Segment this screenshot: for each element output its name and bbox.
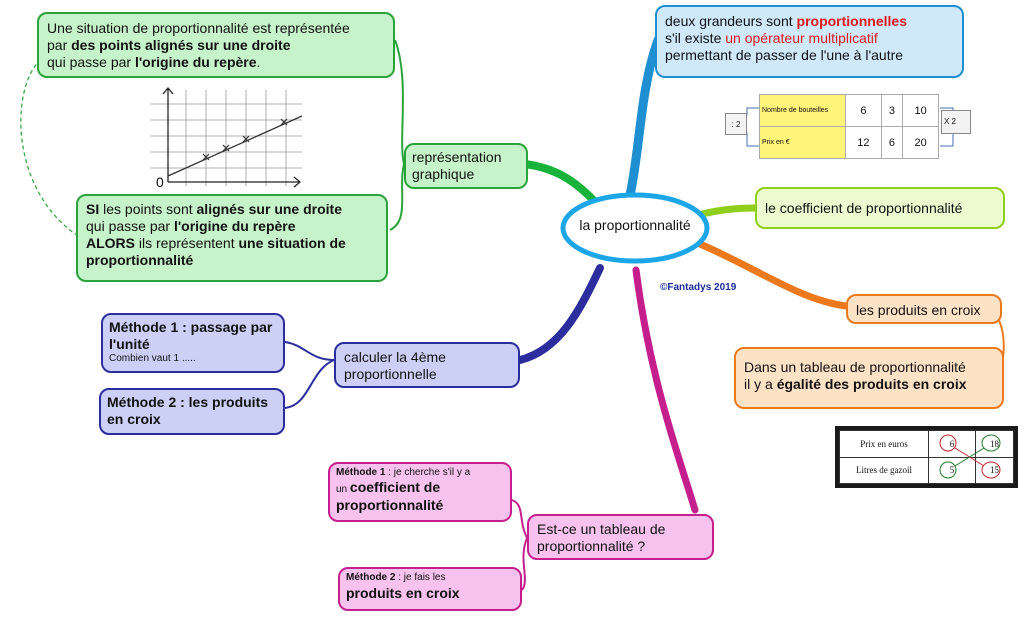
graph-origin-label: 0 (156, 174, 164, 190)
cross-products-node[interactable]: les produits en croix (846, 294, 1002, 324)
gazoil-cross-marks (939, 434, 1001, 479)
table-row: Nombre de bouteilles 6 3 10 (759, 94, 939, 127)
link-definition (625, 35, 663, 200)
graph-node[interactable]: représentation graphique (404, 143, 528, 189)
graph-definition-box[interactable]: Une situation de proportionnalité est re… (37, 12, 395, 78)
graph-def-line1: Une situation de proportionnalité est re… (47, 20, 350, 36)
graph-rule-box[interactable]: SI les points sont alignés sur une droit… (76, 194, 388, 282)
table-row: Prix en euros 6 18 (839, 430, 1014, 458)
fourth-method2-box[interactable]: Méthode 2 : les produits en croix (99, 388, 285, 435)
cross-products-detail[interactable]: Dans un tableau de proportionnalité il y… (734, 347, 1004, 409)
graph-def-line2: par des points alignés sur une droite (47, 37, 291, 54)
table-row: Litres de gazoil 5 15 (839, 456, 1014, 484)
link-graph-bottom (389, 163, 405, 231)
link-graph (521, 160, 602, 209)
left-operator: : 2 (725, 113, 747, 135)
graph-def-line3: qui passe par l'origine du repère. (47, 54, 261, 71)
link-check-m1 (511, 499, 528, 539)
table-check-method1-box[interactable]: Méthode 1 : je cherche s'il y a un coeff… (328, 462, 512, 522)
link-coefficient (698, 204, 760, 218)
definition-box[interactable]: deux grandeurs sont proportionnelles s'i… (655, 5, 964, 78)
link-check-m2 (521, 537, 528, 591)
right-operator: X 2 (941, 110, 971, 134)
fourth-proportional-node[interactable]: calculer la 4ème proportionnelle (334, 342, 520, 388)
table-row: Prix en € 12 6 20 (759, 126, 939, 159)
coefficient-box[interactable]: le coefficient de proportionnalité (755, 187, 1005, 229)
link-graph-top (394, 39, 405, 165)
center-ellipse (560, 192, 710, 264)
gazoil-table: Prix en euros 6 18 Litres de gazoil 5 15 (839, 430, 1014, 484)
table-check-node[interactable]: Est-ce un tableau de proportionnalité ? (527, 514, 714, 560)
link-dashed (20, 59, 79, 237)
copyright: ©Fantadys 2019 (660, 282, 737, 293)
center-node[interactable]: la proportionnalité (563, 217, 707, 233)
link-fourth-m2 (284, 359, 335, 409)
link-fourth-m1 (284, 341, 335, 361)
center-label: la proportionnalité (579, 217, 691, 233)
bottles-table: Nombre de bouteilles 6 3 10 Prix en € 12… (759, 94, 939, 159)
link-cross (696, 240, 850, 310)
link-check (632, 266, 699, 514)
proportionality-graph (150, 86, 303, 188)
link-fourth (516, 264, 604, 364)
fourth-method1-box[interactable]: Méthode 1 : passage par l'unité Combien … (101, 313, 285, 373)
table-check-method2-box[interactable]: Méthode 2 : je fais les produits en croi… (338, 567, 522, 611)
